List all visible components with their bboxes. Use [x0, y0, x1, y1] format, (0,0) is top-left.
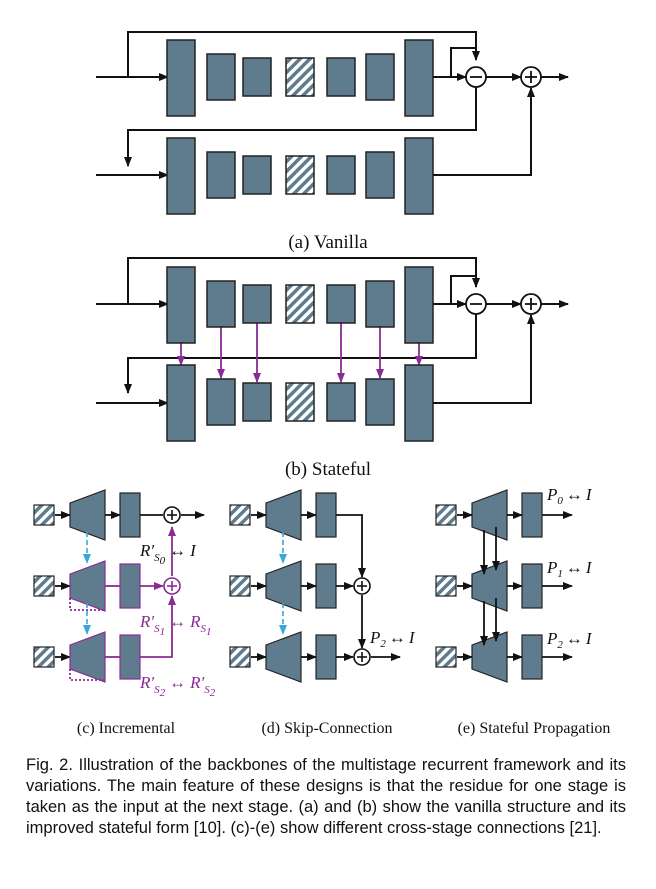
hatched-block — [435, 646, 457, 668]
encoder — [471, 489, 508, 541]
hatched-block — [33, 646, 55, 668]
panel-b-state-arrows — [177, 322, 423, 383]
block — [166, 364, 196, 442]
encoder — [69, 631, 106, 683]
block — [206, 53, 236, 101]
block — [119, 634, 141, 680]
panel-b-blocks — [166, 266, 434, 442]
block — [206, 280, 236, 328]
hatched-block — [229, 504, 251, 526]
block — [315, 563, 337, 609]
block — [119, 563, 141, 609]
hatched-block — [285, 382, 315, 422]
panel-a-label: (a) Vanilla — [288, 232, 368, 253]
block — [404, 39, 434, 117]
hatched-block — [229, 575, 251, 597]
annot-e-0: P0↔I — [546, 485, 593, 507]
hatched-block — [285, 155, 315, 195]
panel-b — [96, 257, 569, 407]
annot-e-1: P1↔I — [546, 558, 593, 580]
encoder — [69, 560, 106, 612]
block — [315, 634, 337, 680]
block — [206, 151, 236, 199]
block — [242, 382, 272, 422]
figure: (a) Vanilla — [33, 31, 611, 737]
encoder — [69, 489, 106, 541]
panel-b-ops — [465, 293, 542, 315]
panel-d-label: (d) Skip-Connection — [261, 720, 392, 737]
block — [365, 280, 395, 328]
encoder — [471, 560, 508, 612]
encoder — [471, 631, 508, 683]
panel-e: P0↔I P1↔I P2↔I (e) Stateful Propagation — [435, 485, 611, 737]
block — [521, 492, 543, 538]
hatched-block — [435, 504, 457, 526]
hatched-block — [229, 646, 251, 668]
panel-c-label: (c) Incremental — [77, 720, 176, 737]
panel-c: R′S0↔I R′S1↔RS1 R′S2↔R′S2 (c) Incrementa… — [33, 489, 216, 737]
block — [326, 155, 356, 195]
block — [404, 364, 434, 442]
annot-d: P2↔I — [369, 628, 416, 650]
block — [365, 378, 395, 426]
block — [521, 563, 543, 609]
annot-c-0: R′S0↔I — [139, 541, 197, 567]
block — [242, 57, 272, 97]
block — [166, 137, 196, 215]
panel-a-blocks — [166, 39, 434, 215]
block — [326, 382, 356, 422]
block — [166, 266, 196, 344]
block — [242, 284, 272, 324]
block — [365, 53, 395, 101]
hatched-block — [435, 575, 457, 597]
block — [365, 151, 395, 199]
block — [242, 155, 272, 195]
block — [404, 137, 434, 215]
block — [315, 492, 337, 538]
panel-a-ops — [465, 66, 542, 88]
block — [166, 39, 196, 117]
block — [206, 378, 236, 426]
block — [326, 284, 356, 324]
encoder — [265, 489, 302, 541]
annot-c-2: R′S2↔R′S2 — [139, 673, 216, 699]
encoder — [265, 631, 302, 683]
block — [326, 57, 356, 97]
hatched-block — [33, 504, 55, 526]
block — [119, 492, 141, 538]
panel-d: P2↔I (d) Skip-Connection — [229, 489, 416, 737]
hatched-block — [285, 57, 315, 97]
hatched-block — [285, 284, 315, 324]
annot-e-2: P2↔I — [546, 629, 593, 651]
figure-caption: Fig. 2. Illustration of the backbones of… — [26, 756, 626, 837]
annot-c-1: R′S1↔RS1 — [139, 612, 212, 638]
block — [521, 634, 543, 680]
block — [404, 266, 434, 344]
encoder — [265, 560, 302, 612]
panel-b-label: (b) Stateful — [285, 459, 371, 480]
panel-a — [96, 31, 569, 179]
hatched-block — [33, 575, 55, 597]
panel-e-label: (e) Stateful Propagation — [458, 720, 611, 737]
